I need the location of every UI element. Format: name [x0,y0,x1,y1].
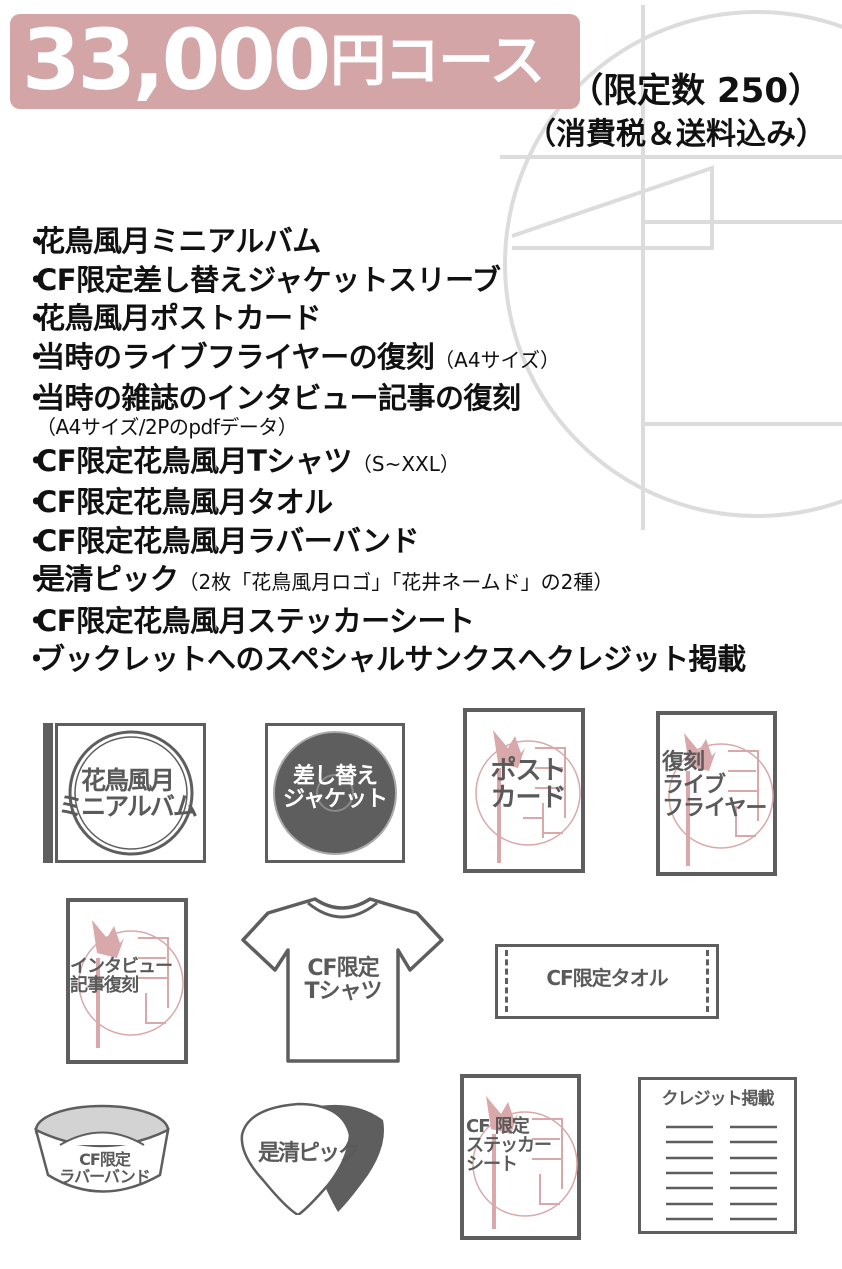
rubberband-label-2: ラバーバンド [59,1166,150,1186]
sticker-label-2: ステッカー [466,1134,552,1156]
postcard-label-1: ポスト [490,756,566,786]
sticker-tile: CF 限定 ステッカー シート [460,1074,581,1240]
disc-icon [273,731,397,855]
list-item: ・CF限定花鳥風月ステッカーシート [22,603,475,638]
jacket-label-2: ジャケット [283,787,388,813]
list-item: ・CF限定花鳥風月Tシャツ（S~XXL） [22,443,460,478]
postcard-label-2: カード [490,783,566,814]
list-item: ・CF限定花鳥風月ラバーバンド [22,523,419,558]
credit-lines-icon [666,1125,777,1221]
price-suffix: 円コース [330,28,545,94]
logo-stamp-icon [475,730,581,863]
postcard-tile: ポスト カード [463,708,585,873]
list-item: ・当時の雑誌のインタビュー記事の復刻 [22,381,521,415]
price-badge: 33,000 円コース [10,14,580,109]
tax-shipping-note: （消費税＆送料込み） [526,117,826,152]
list-item: ・CF限定花鳥風月タオル [22,485,333,519]
list-item: ・花鳥風月ミニアルバム [22,224,321,258]
list-item: ・ブックレットへのスペシャルサンクスへクレジット掲載 [22,642,746,676]
sticker-label-3: シート [466,1153,518,1175]
cd-case [55,723,206,863]
album-tile: 花鳥風月 ミニアルバム [43,723,206,863]
album-label-1: 花鳥風月 [80,766,175,795]
jacket-tile: 差し替え ジャケット [265,723,405,863]
towel-tile: CF限定タオル [495,944,719,1019]
list-item: ・是清ピック（2枚「花鳥風月ロゴ」「花井ネームド」の2種） [22,562,614,596]
flyer-label-3: フライヤー [662,796,767,822]
towel-stitch-right [706,950,709,1012]
cd-disc-icon [68,730,194,856]
flyer-label-1: 復刻 [662,750,705,775]
logo-stamp-icon [472,1096,578,1229]
price-amount: 33,000 [22,10,331,109]
limited-quantity-label: （限定数 250） [569,71,822,111]
pick-tile: 是清ピック [238,1100,388,1217]
flyer-tile: 復刻 ライブ フライヤー [656,711,777,876]
flyer-label-2: ライブ [662,773,726,799]
cd-spine [43,723,53,863]
rubberband-label-1: CF限定 [79,1150,131,1169]
tshirt-label-1: CF限定 [307,956,379,981]
list-item: ・花鳥風月ポストカード [22,301,322,335]
guitar-pick-icon [240,1102,384,1217]
towel-label: CF限定タオル [546,966,668,990]
rubberband-icon [34,1104,170,1193]
interview-tile: インタビュー 記事復刻 [66,898,188,1064]
logo-stamp-icon [78,920,184,1048]
credit-tile: クレジット掲載 [638,1077,797,1234]
sticker-label-1: CF 限定 [466,1116,530,1137]
list-item-subnote: （A4サイズ/2Pのpdfデータ） [36,414,298,439]
interview-label-1: インタビュー [70,956,173,977]
pick-label: 是清ピック [257,1141,360,1166]
list-item: ・当時のライブフライヤーの復刻（A4サイズ） [22,339,560,374]
album-label-2: ミニアルバム [58,792,198,822]
jacket-label-1: 差し替え [292,764,378,789]
tshirt-icon [241,897,444,1063]
logo-stamp-icon [668,733,774,866]
towel-stitch-left [505,950,508,1012]
list-item: ・CF限定差し替えジャケットスリーブ [22,262,501,297]
tshirt-tile: CF限定 Tシャツ [240,895,445,1067]
interview-label-2: 記事復刻 [70,974,139,996]
rubberband-tile: CF限定 ラバーバンド [32,1100,172,1205]
tshirt-label-2: Tシャツ [304,979,382,1005]
credit-title: クレジット掲載 [661,1089,775,1109]
included-items-list: ・花鳥風月ミニアルバム ・CF限定差し替えジャケットスリーブ ・花鳥風月ポストカ… [22,222,746,679]
